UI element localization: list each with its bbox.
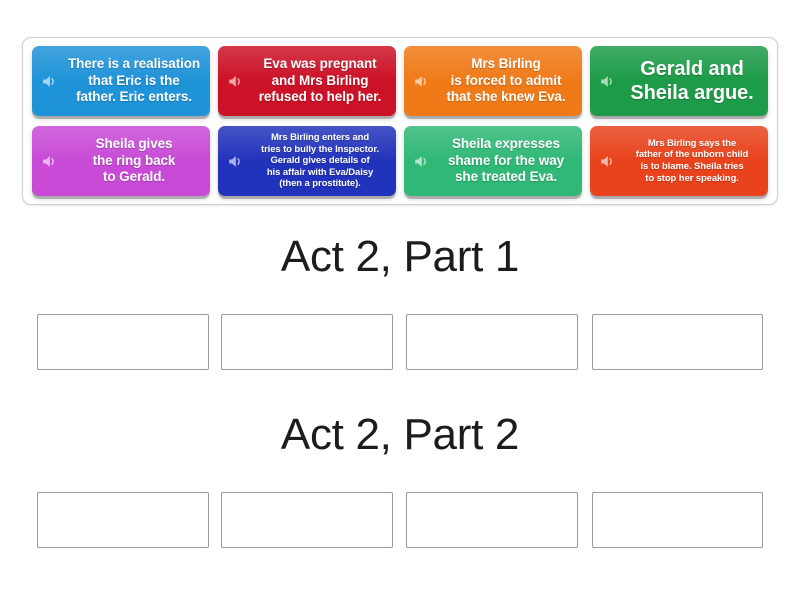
tile-gerald-sheila-argue[interactable]: Gerald and Sheila argue. bbox=[590, 46, 768, 116]
speaker-icon[interactable] bbox=[218, 126, 252, 196]
tile-label: Mrs Birling is forced to admit that she … bbox=[446, 55, 566, 105]
speaker-icon[interactable] bbox=[218, 46, 252, 116]
tile-label: Sheila gives the ring back to Gerald. bbox=[92, 135, 176, 185]
tile-eva-pregnant[interactable]: Eva was pregnant and Mrs Birling refused… bbox=[218, 46, 396, 116]
section-title-act2-part2: Act 2, Part 2 bbox=[280, 410, 520, 459]
dropzone-part1-slot-3[interactable] bbox=[406, 314, 578, 370]
tile-row-bottom: Sheila gives the ring back to Gerald. Mrs… bbox=[32, 126, 768, 196]
tile-label: There is a realisation that Eric is the … bbox=[67, 55, 201, 105]
dropzone-row-act2-part2 bbox=[0, 492, 800, 548]
dropzone-part1-slot-4[interactable] bbox=[592, 314, 763, 370]
speaker-icon[interactable] bbox=[590, 126, 624, 196]
dropzone-part1-slot-2[interactable] bbox=[221, 314, 393, 370]
speaker-icon[interactable] bbox=[404, 126, 438, 196]
tile-sheila-shame[interactable]: Sheila expresses shame for the way she t… bbox=[404, 126, 582, 196]
speaker-icon[interactable] bbox=[32, 46, 66, 116]
tile-label: Mrs Birling says the father of the unbor… bbox=[635, 137, 749, 184]
tile-eric-realisation[interactable]: There is a realisation that Eric is the … bbox=[32, 46, 210, 116]
tile-label: Gerald and Sheila argue. bbox=[630, 58, 754, 104]
dropzone-part1-slot-1[interactable] bbox=[37, 314, 209, 370]
dropzone-row-act2-part1 bbox=[0, 314, 800, 370]
tile-tray: There is a realisation that Eric is the … bbox=[22, 37, 778, 205]
dropzone-part2-slot-1[interactable] bbox=[37, 492, 209, 548]
tile-label: Eva was pregnant and Mrs Birling refused… bbox=[258, 55, 382, 105]
speaker-icon[interactable] bbox=[32, 126, 66, 196]
dropzone-part2-slot-4[interactable] bbox=[592, 492, 763, 548]
tile-label: Sheila expresses shame for the way she t… bbox=[447, 135, 565, 185]
tile-mrs-birling-admit[interactable]: Mrs Birling is forced to admit that she … bbox=[404, 46, 582, 116]
tile-sheila-ring-back[interactable]: Sheila gives the ring back to Gerald. bbox=[32, 126, 210, 196]
tile-mrs-birling-enters[interactable]: Mrs Birling enters and tries to bully th… bbox=[218, 126, 396, 196]
dropzone-part2-slot-3[interactable] bbox=[406, 492, 578, 548]
speaker-icon[interactable] bbox=[404, 46, 438, 116]
dropzone-part2-slot-2[interactable] bbox=[221, 492, 393, 548]
speaker-icon[interactable] bbox=[590, 46, 624, 116]
section-title-act2-part1: Act 2, Part 1 bbox=[280, 232, 520, 281]
tile-mrs-birling-blame[interactable]: Mrs Birling says the father of the unbor… bbox=[590, 126, 768, 196]
tile-row-top: There is a realisation that Eric is the … bbox=[32, 46, 768, 116]
tile-label: Mrs Birling enters and tries to bully th… bbox=[261, 132, 379, 190]
